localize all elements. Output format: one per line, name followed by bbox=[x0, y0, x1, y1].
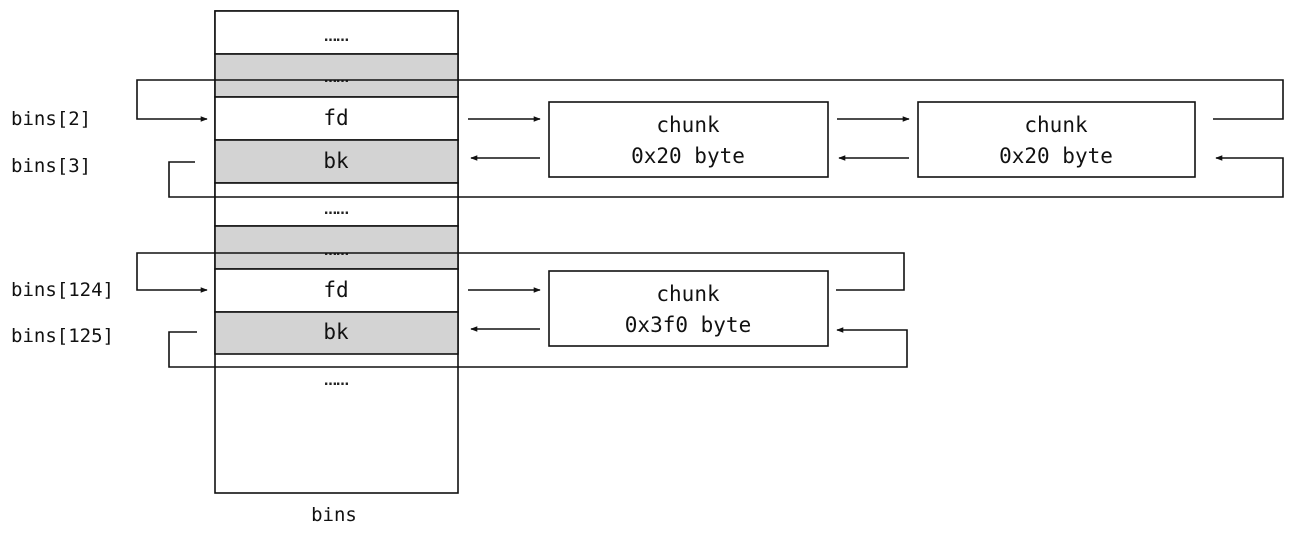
bins-cell-fd-2 bbox=[214, 268, 459, 313]
fd-wrap-chunk3-to-bins124 bbox=[136, 252, 905, 293]
chunk-1-size: 0x20 byte bbox=[631, 144, 745, 168]
bins-cell-bk-2 bbox=[214, 311, 459, 355]
bins-cell-fd-2-text: fd bbox=[323, 278, 348, 302]
bin-label-3: bins[3] bbox=[11, 155, 91, 177]
bins-caption: bins bbox=[311, 504, 357, 526]
bin-label-2: bins[2] bbox=[11, 108, 91, 130]
bins-cell-bk-2-text: bk bbox=[323, 320, 349, 344]
upper-list-links bbox=[136, 79, 1284, 198]
chunk-boxes: chunk 0x20 byte chunk 0x20 byte chunk 0x… bbox=[548, 101, 1196, 347]
bins-cell-bk-1-text: bk bbox=[323, 149, 349, 173]
bins-cell-fd-1-text: fd bbox=[323, 106, 348, 130]
chunk-2-title: chunk bbox=[1024, 113, 1088, 137]
chunk-3-size: 0x3f0 byte bbox=[625, 313, 751, 337]
bins-cell-gray-dots-1 bbox=[214, 53, 459, 98]
bins-cell-mid-dots-text: …… bbox=[324, 203, 348, 218]
chunk-1-title: chunk bbox=[656, 113, 720, 137]
bins-cell-fd-1 bbox=[214, 96, 459, 141]
bin-label-125: bins[125] bbox=[11, 325, 114, 347]
bk-wrap-bins125-to-chunk3 bbox=[168, 327, 908, 368]
chunk-box-3: chunk 0x3f0 byte bbox=[548, 270, 829, 347]
chunk-box-1: chunk 0x20 byte bbox=[548, 101, 829, 178]
bins-cell-mid-dots bbox=[214, 182, 459, 227]
bin-labels: bins[2] bins[3] bins[124] bins[125] bbox=[11, 108, 114, 347]
fd-wrap-chunk2-to-bins2 bbox=[136, 79, 1284, 122]
bins-cell-gray-dots-1-text: …… bbox=[324, 71, 348, 86]
bins-cell-bottom-dots-text: …… bbox=[324, 374, 348, 389]
chunk-2-size: 0x20 byte bbox=[999, 144, 1113, 168]
bins-cell-top-dots-text: …… bbox=[324, 30, 348, 45]
bins-column: …… …… fd bk …… …… fd bk …… bins bbox=[214, 10, 459, 526]
bins-cell-gray-dots-2-text: …… bbox=[324, 244, 348, 259]
chunk-box-2: chunk 0x20 byte bbox=[917, 101, 1196, 178]
chunk-3-title: chunk bbox=[656, 282, 720, 306]
bk-wrap-bins3-to-chunk2 bbox=[168, 155, 1284, 198]
bin-label-124: bins[124] bbox=[11, 279, 114, 301]
bins-cell-top-dots bbox=[214, 10, 459, 55]
lower-list-links bbox=[136, 252, 908, 368]
